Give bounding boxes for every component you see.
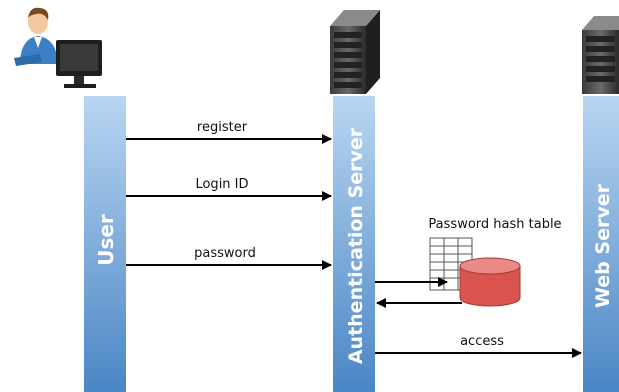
lane-user-label: User bbox=[94, 214, 118, 266]
message-access: access bbox=[375, 334, 582, 358]
message-register-label: register bbox=[197, 120, 248, 135]
auth-server-icon bbox=[330, 10, 380, 94]
database-cylinder-icon bbox=[459, 257, 521, 307]
message-password-label: password bbox=[194, 246, 256, 261]
lane-web-server: Web Server bbox=[583, 96, 619, 392]
message-register: register bbox=[126, 120, 332, 144]
hash-table-title: Password hash table bbox=[428, 217, 561, 232]
lane-web-server-label: Web Server bbox=[592, 183, 614, 308]
web-server-icon bbox=[582, 16, 619, 94]
message-access-label: access bbox=[460, 334, 504, 349]
message-password: password bbox=[126, 246, 332, 270]
message-login-id: Login ID bbox=[126, 177, 332, 201]
lane-auth-server-label: Authentication Server bbox=[345, 127, 367, 364]
lane-user: User bbox=[84, 96, 126, 392]
user-at-computer-icon bbox=[14, 7, 102, 88]
lane-auth-server: Authentication Server bbox=[333, 96, 375, 392]
message-login-id-label: Login ID bbox=[195, 177, 248, 192]
